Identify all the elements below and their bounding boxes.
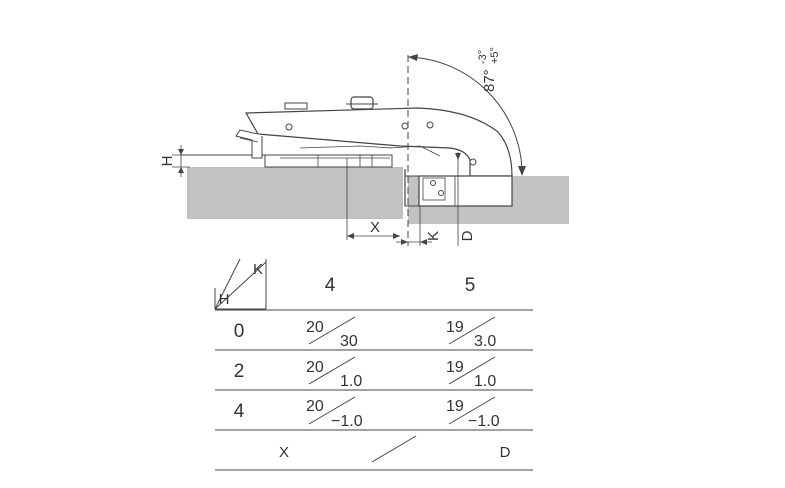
row-h: 2 bbox=[234, 361, 245, 382]
cell-slash bbox=[448, 356, 496, 385]
angle-arc bbox=[407, 56, 523, 171]
cell-d: 1.0 bbox=[474, 373, 496, 390]
cell-slash bbox=[308, 356, 356, 385]
cell-d: −1.0 bbox=[331, 413, 363, 430]
rivet bbox=[285, 123, 293, 131]
cell-d: 3.0 bbox=[474, 333, 496, 350]
legend-slash bbox=[371, 435, 417, 463]
legend-d: D bbox=[500, 444, 511, 461]
cell-d: −1.0 bbox=[468, 413, 500, 430]
cell-slash bbox=[448, 316, 496, 345]
side-panel bbox=[187, 167, 403, 219]
label-x: X bbox=[370, 219, 380, 236]
corner-h: H bbox=[219, 291, 230, 308]
cell-x: 19 bbox=[446, 359, 464, 376]
row-h: 0 bbox=[234, 321, 245, 342]
rivet bbox=[401, 122, 409, 130]
cell-x: 20 bbox=[306, 359, 324, 376]
cell-d: 1.0 bbox=[340, 373, 362, 390]
label-d: D bbox=[459, 230, 476, 241]
corner-diagonal bbox=[214, 258, 241, 310]
cell-x: 19 bbox=[446, 319, 464, 336]
cell-slash bbox=[308, 396, 356, 425]
hinge-arm bbox=[244, 107, 513, 177]
spec-table: K H 4 5 0 20 30 19 3.0 2 20 1.0 19 1.0 4… bbox=[214, 258, 533, 471]
angle-tol-minus: -3° bbox=[477, 50, 489, 64]
angle-label: 87° -3° +5° bbox=[477, 47, 501, 92]
rivet bbox=[469, 158, 477, 166]
mounting-plate bbox=[264, 154, 393, 168]
cell-d: 30 bbox=[340, 333, 358, 350]
col-header: 4 bbox=[325, 275, 336, 296]
col-header: 5 bbox=[465, 275, 476, 296]
adjust-screw bbox=[350, 96, 374, 110]
rivet bbox=[426, 121, 434, 129]
label-k: K bbox=[425, 231, 442, 241]
angle-main: 87° bbox=[481, 69, 498, 92]
clip-front bbox=[235, 129, 263, 159]
label-h: H bbox=[159, 156, 176, 167]
corner-k: K bbox=[253, 261, 263, 278]
legend-x: X bbox=[279, 444, 289, 461]
angle-tol-plus: +5° bbox=[489, 47, 501, 64]
cell-slash bbox=[448, 396, 496, 425]
cell-x: 19 bbox=[446, 398, 464, 415]
arm-tab bbox=[284, 102, 308, 110]
corner-diagonal bbox=[214, 261, 267, 310]
cell-slash bbox=[308, 316, 356, 345]
cell-x: 20 bbox=[306, 398, 324, 415]
row-h: 4 bbox=[234, 401, 245, 422]
cell-x: 20 bbox=[306, 319, 324, 336]
